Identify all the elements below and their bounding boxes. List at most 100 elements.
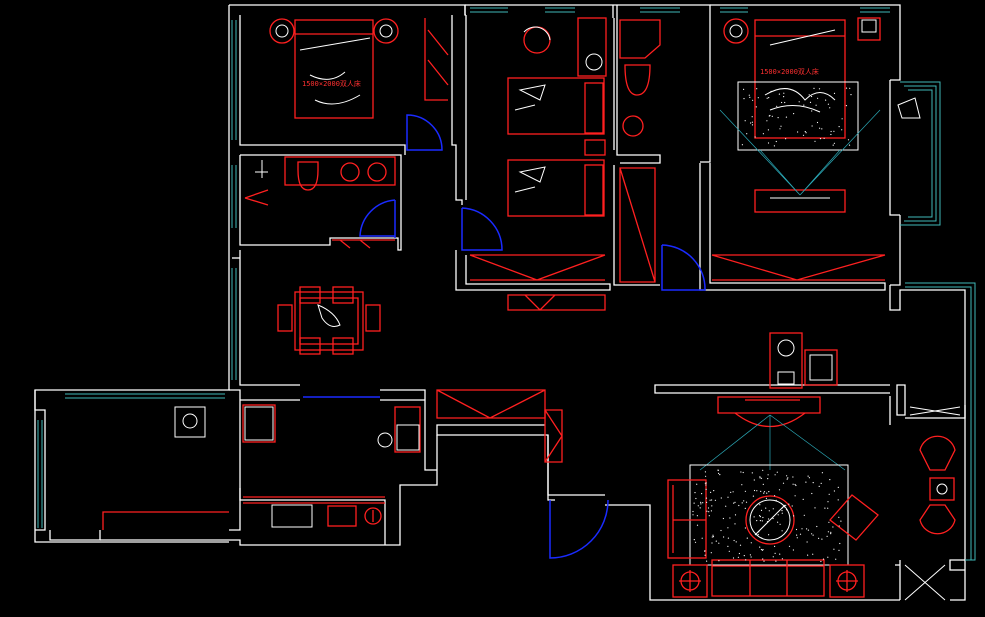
rug-speckle	[848, 144, 851, 146]
rug-speckle	[825, 99, 827, 101]
rug-speckle	[768, 97, 770, 99]
rug-speckle	[811, 533, 813, 535]
rug-speckle	[779, 523, 781, 525]
rug-speckle	[705, 488, 707, 490]
rug-speckle	[692, 510, 694, 513]
rug-speckle	[818, 485, 820, 487]
rug-speckle	[727, 496, 729, 498]
rug-speckle	[719, 474, 721, 476]
rug-speckle	[718, 560, 720, 562]
rug-speckle	[795, 484, 797, 487]
rug-speckle	[829, 479, 831, 481]
rug-speckle	[767, 518, 770, 520]
rug-speckle	[755, 106, 757, 108]
bed-dimension-label: 1500×2000双人床	[302, 79, 361, 88]
rug-speckle	[815, 104, 817, 106]
rug-speckle	[797, 131, 799, 133]
rug-speckle	[833, 490, 836, 492]
rug-speckle	[710, 491, 712, 493]
rug-speckle	[745, 559, 747, 561]
rug-speckle	[795, 528, 798, 531]
rug-speckle	[837, 486, 839, 488]
rug-speckle	[827, 531, 830, 533]
rug-speckle	[803, 104, 805, 106]
rug-speckle	[793, 515, 795, 517]
rug-speckle	[707, 507, 710, 509]
rug-speckle	[763, 492, 765, 494]
rug-speckle	[777, 521, 779, 523]
rug-speckle	[768, 491, 770, 493]
rug-speckle	[766, 120, 768, 122]
rug-speckle	[720, 529, 722, 532]
rug-speckle	[752, 495, 755, 497]
rug-speckle	[759, 520, 762, 522]
rug-speckle	[749, 554, 752, 556]
rug-speckle	[817, 97, 819, 99]
rug-speckle	[735, 541, 737, 543]
rug-speckle	[727, 527, 729, 529]
rug-speckle	[708, 515, 710, 517]
rug-speckle	[782, 482, 785, 484]
rug-speckle	[714, 499, 717, 501]
rug-speckle	[712, 534, 714, 536]
rug-speckle	[837, 499, 839, 501]
rug-speckle	[750, 556, 752, 558]
rug-speckle	[762, 516, 764, 519]
rug-speckle	[775, 499, 777, 501]
rug-speckle	[766, 492, 768, 494]
rug-speckle	[741, 502, 743, 504]
rug-speckle	[705, 475, 707, 477]
rug-speckle	[833, 130, 835, 132]
interior-walls	[232, 15, 886, 545]
rug-speckle	[704, 554, 706, 556]
rug-speckle	[759, 515, 761, 517]
rug-speckle	[738, 504, 740, 507]
rug-speckle	[779, 553, 781, 555]
rug-speckle	[806, 528, 808, 530]
rug-speckle	[788, 545, 791, 547]
rug-speckle	[811, 95, 813, 98]
rug-speckle	[748, 94, 750, 96]
rug-speckle	[786, 478, 788, 480]
living-room	[667, 332, 961, 601]
rug-speckle	[785, 116, 788, 118]
rug-speckle	[783, 96, 785, 98]
bathroom-left	[244, 156, 396, 249]
rug-speckle	[762, 469, 764, 471]
rug-speckle	[749, 96, 751, 98]
rug-speckle	[744, 490, 747, 492]
rug-speckle	[814, 140, 816, 142]
rug-speckle	[798, 101, 800, 103]
rug-speckle	[804, 131, 806, 133]
rug-speckle	[693, 539, 695, 541]
rug-speckle	[757, 97, 759, 99]
rug-speckle	[803, 514, 805, 516]
rug-speckle	[816, 525, 818, 528]
rug-speckle	[711, 499, 713, 501]
rug-speckle	[792, 476, 794, 478]
rug-speckle	[805, 481, 807, 483]
rug-speckle	[706, 560, 708, 562]
rug-speckle	[773, 145, 776, 147]
rug-speckle	[786, 475, 788, 477]
rug-speckle	[772, 508, 774, 510]
rug-speckle	[695, 497, 697, 500]
rug-speckle	[819, 138, 822, 140]
rug-speckle	[759, 516, 762, 518]
rug-speckle	[799, 533, 802, 535]
rug-speckle	[743, 555, 745, 557]
rug-speckle	[727, 537, 730, 539]
rug-speckle	[785, 509, 788, 511]
rug-speckle	[814, 507, 816, 509]
rug-speckle	[696, 483, 698, 485]
rug-speckle	[850, 94, 852, 96]
rug-speckle	[694, 492, 696, 494]
rug-speckle	[818, 88, 821, 90]
rug-speckle	[700, 501, 702, 503]
rug-speckle	[733, 539, 735, 542]
master-bed-dimension-label: 1500×2000双人床	[760, 67, 819, 76]
rug-speckle	[806, 541, 808, 543]
rug-speckle	[849, 87, 851, 89]
rug-speckle	[775, 140, 777, 143]
